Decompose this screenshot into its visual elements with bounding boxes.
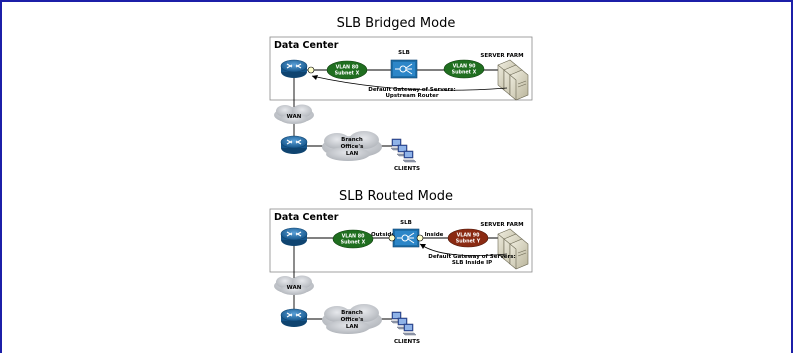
data-center-label: Data Center	[274, 40, 339, 51]
vlan-right-name: VLAN 90	[453, 64, 477, 70]
branch-router-icon	[280, 308, 308, 328]
gateway-line1: Default Gateway of Servers:	[428, 254, 515, 260]
slb-label: SLB	[400, 220, 412, 226]
bridged-mode-diagram: SLB Bridged Mode Data Center VLAN 80 Sub…	[269, 16, 533, 172]
branch-line2: Office's	[341, 317, 364, 323]
slb-inside-interface-icon	[416, 234, 424, 242]
branch-line2: Office's	[341, 144, 364, 150]
routed-mode-diagram: SLB Routed Mode Data Center VLAN 80 Subn…	[269, 189, 533, 345]
gateway-line2: Upstream Router	[385, 93, 438, 99]
vlan-90-badge: VLAN 90 Subnet Y	[447, 228, 489, 248]
gateway-line1: Default Gateway of Servers:	[368, 87, 455, 93]
vlan-left-name: VLAN 80	[336, 65, 360, 71]
wan-label: WAN	[287, 285, 302, 291]
clients-label: CLIENTS	[394, 166, 420, 172]
upstream-router-icon	[280, 227, 308, 247]
vlan-left-subnet: Subnet X	[341, 240, 366, 246]
gateway-arrow	[311, 75, 508, 91]
vlan-right-subnet: Subnet X	[452, 70, 477, 76]
clients-icon	[390, 311, 417, 336]
vlan-left-name: VLAN 80	[342, 234, 366, 240]
router-interface-icon	[307, 66, 315, 74]
gateway-line2: SLB Inside IP	[452, 260, 492, 266]
server-farm-label: SERVER FARM	[480, 53, 523, 59]
slb-label: SLB	[398, 50, 410, 56]
server-farm-label: SERVER FARM	[480, 222, 523, 228]
bridged-mode-title: SLB Bridged Mode	[337, 16, 456, 31]
branch-line1: Branch	[341, 310, 363, 316]
gateway-arrow	[419, 243, 508, 257]
slb-icon	[392, 228, 420, 248]
branch-line3: LAN	[346, 324, 359, 330]
routed-mode-title: SLB Routed Mode	[339, 189, 453, 204]
vlan-80-badge: VLAN 80 Subnet X	[326, 60, 368, 80]
vlan-right-subnet: Subnet Y	[456, 239, 481, 245]
wan-label: WAN	[287, 114, 302, 120]
upstream-router-icon	[280, 59, 308, 79]
outside-label: Outside	[371, 232, 395, 238]
clients-label: CLIENTS	[394, 339, 420, 345]
slb-icon	[390, 59, 418, 79]
inside-label: Inside	[425, 232, 444, 238]
branch-line1: Branch	[341, 137, 363, 143]
vlan-80-badge: VLAN 80 Subnet X	[332, 229, 374, 249]
vlan-left-subnet: Subnet X	[335, 71, 360, 77]
slb-outside-interface-icon	[388, 234, 396, 242]
branch-router-icon	[280, 135, 308, 155]
vlan-right-name: VLAN 90	[457, 233, 481, 239]
vlan-90-badge: VLAN 90 Subnet X	[443, 59, 485, 79]
data-center-label: Data Center	[274, 212, 339, 223]
clients-icon	[390, 138, 417, 163]
branch-line3: LAN	[346, 151, 359, 157]
